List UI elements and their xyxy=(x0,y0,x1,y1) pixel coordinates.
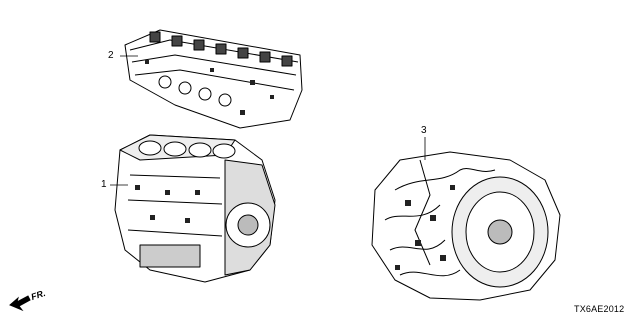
front-direction-arrow-icon xyxy=(9,295,31,312)
diagram-code: TX6AE2012 xyxy=(574,304,625,314)
cylinder-head-drawing xyxy=(124,29,303,129)
callout-number-3: 3 xyxy=(421,125,427,136)
callout-number-1: 1 xyxy=(101,179,107,190)
engine-block-drawing xyxy=(114,134,276,283)
transmission-drawing xyxy=(371,151,561,301)
callout-number-2: 2 xyxy=(108,50,114,61)
